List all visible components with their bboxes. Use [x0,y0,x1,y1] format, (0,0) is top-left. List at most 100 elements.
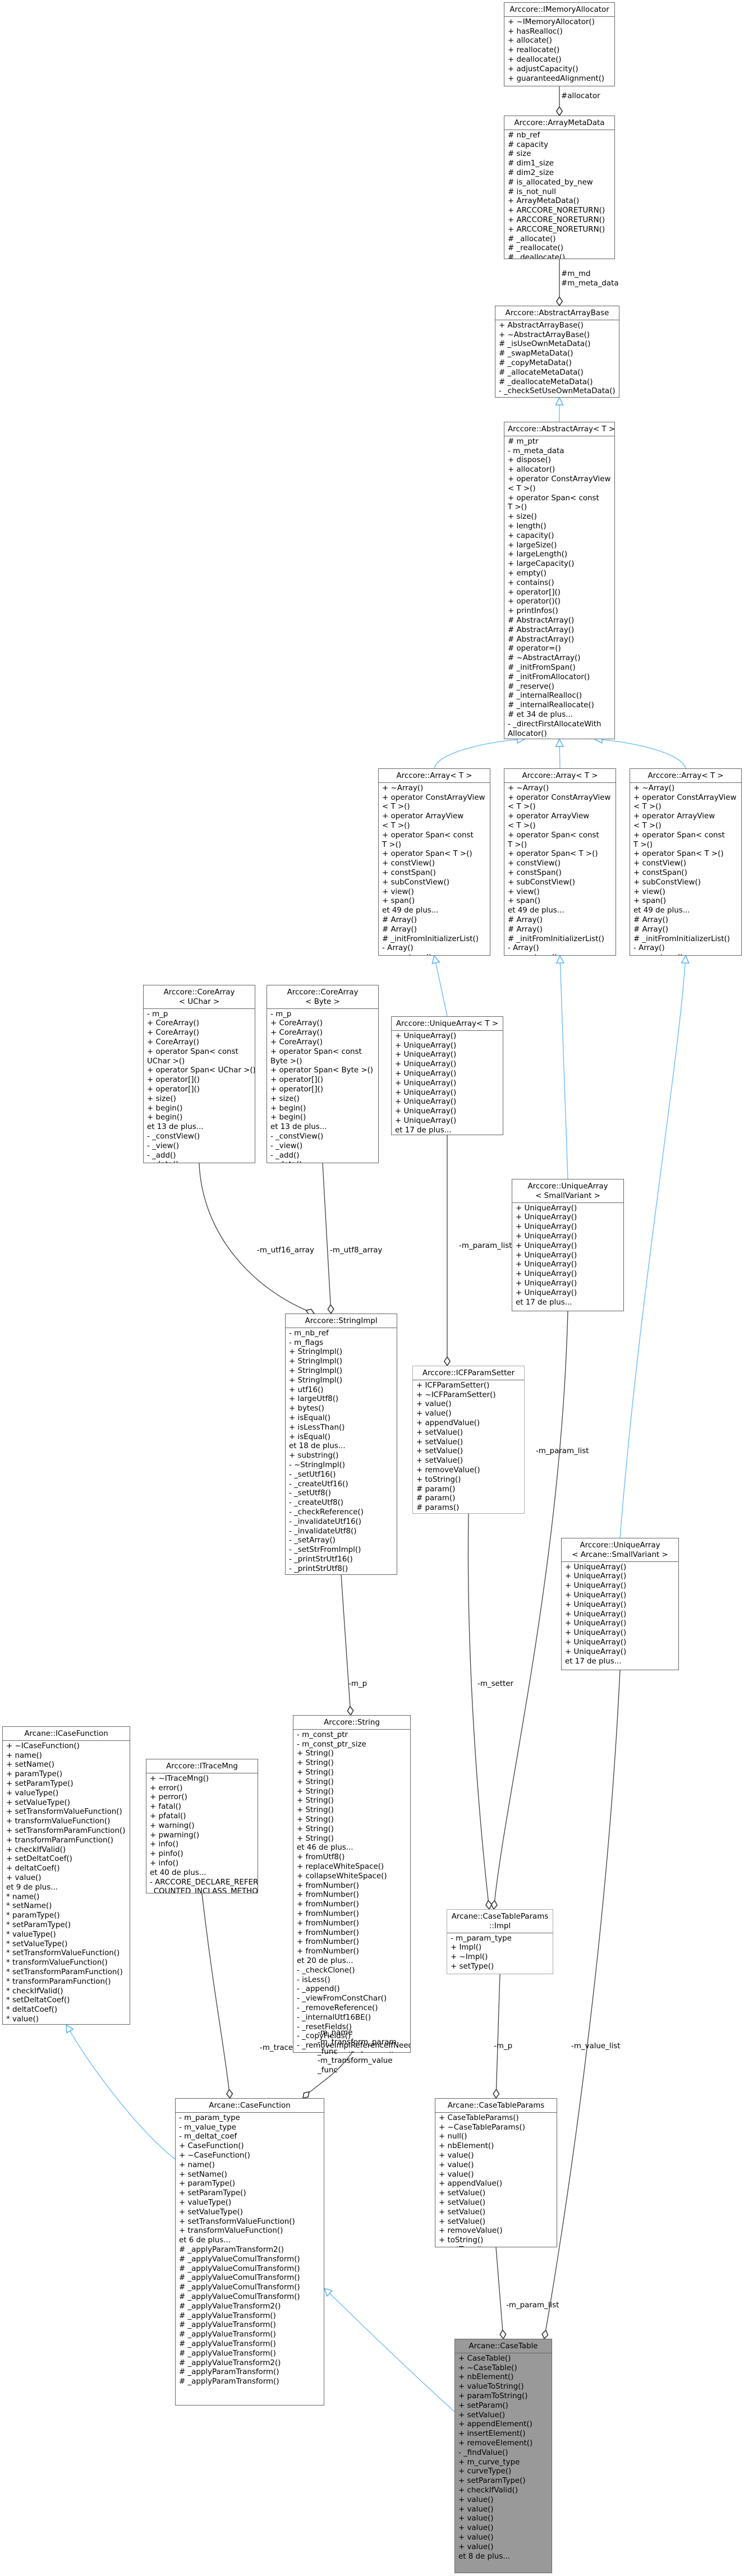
class-member: + UniqueArray() [516,1251,577,1260]
class-member: + UniqueArray() [395,1079,457,1087]
class-member: + CoreArray() [147,1019,199,1028]
class-member: + transformValueFunction() [179,2227,283,2236]
class-member: - _appendUtf8() [289,1574,393,1575]
class-member: + contains() [508,578,554,587]
class-member: + operator Span< const [147,1047,238,1056]
edge-casetableparams-impl-casetableparams [496,1974,500,2098]
class-string[interactable]: Arccore::String- m_const_ptr- m_const_pt… [293,1715,411,2053]
class-member: + StringImpl() [289,1357,343,1366]
class-member: + UniqueArray() [395,1088,457,1097]
class-abstractarraybase[interactable]: Arccore::AbstractArrayBase+ AbstractArra… [495,306,619,398]
class-member: - m_deltat_coef [179,2132,237,2141]
class-member: # _applyValueComulTransform() [179,2264,300,2273]
class-member: - _findValue() [458,2448,508,2457]
class-member: + m_curve_type [458,2458,520,2467]
class-member: + UniqueArray() [565,1647,627,1656]
class-array-t-a[interactable]: Arccore::Array< T >+ ~Array()+ operator … [378,768,490,956]
class-title: Arccore::AbstractArray< T > [508,425,615,434]
class-member: - m_p [270,1010,292,1019]
class-member: # _initFromInitializerList() [508,934,604,943]
class-member: # Array() [633,925,668,934]
class-member: + UniqueArray() [395,1116,457,1125]
class-member: + largeCapacity() [508,560,575,569]
class-member: + value() [416,1409,452,1418]
class-icasefunction[interactable]: Arcane::ICaseFunction+ ~ICaseFunction()+… [2,1726,130,2025]
class-member: + size() [147,1094,176,1103]
class-member: - _setUtf8() [289,1489,331,1498]
class-member: + operator Span< T >() [382,850,472,859]
class-uniquearray-smallvariant[interactable]: Arccore::UniqueArray< SmallVariant >+ Un… [512,1179,624,1311]
class-member: et 17 de plus... [395,1126,452,1135]
class-imemoryallocator[interactable]: Arccore::IMemoryAllocator+ ~IMemoryAlloc… [504,2,615,86]
class-corearray-uchar[interactable]: Arccore::CoreArray< UChar >- m_p+ CoreAr… [143,985,255,1163]
class-casetableparams[interactable]: Arcane::CaseTableParams+ CaseTableParams… [435,2098,557,2247]
class-member: - ~StringImpl() [289,1460,345,1469]
class-itracemng[interactable]: Arccore::ITraceMng+ ~ITraceMng()+ error(… [146,1759,258,1893]
class-member: + UniqueArray() [395,1050,457,1059]
class-member: + ArrayMetaData() [508,197,580,206]
class-member: + String() [297,1806,334,1815]
class-casetable-focus[interactable]: Arcane::CaseTable+ CaseTable()+ ~CaseTab… [454,2339,552,2573]
class-abstractarray[interactable]: Arccore::AbstractArray< T ># m_ptr- m_me… [504,422,615,739]
class-member: + ARCCORE_NORETURN() [508,225,605,234]
class-member: + operator Span< UChar >() [147,1066,255,1075]
edge-corearray-uchar-stringimpl [199,1163,314,1314]
class-member: # _initFromInitializerList() [633,934,730,943]
class-member: + setTransformValueFunction() [6,1808,122,1817]
class-member: - _invalidateUtf16() [289,1517,362,1526]
edge-label-trace: -m_trace [260,2044,293,2052]
class-member: + setValue() [416,1437,463,1446]
class-member: + valueType() [179,2198,232,2207]
class-member: + view() [382,887,414,896]
class-member: + nbElement() [458,2373,514,2382]
class-title: Arccore::ArrayMetaData [514,119,605,127]
class-member: - _printStrUtf8() [289,1564,348,1573]
class-icfparamsetter[interactable]: Arccore::ICFParamSetter+ ICFParamSetter(… [412,1366,525,1514]
class-member: - operator=() [382,953,486,955]
class-member: + String() [297,1749,334,1758]
class-member: # param() [416,1494,456,1503]
class-stringimpl[interactable]: Arccore::StringImpl- m_nb_ref- m_flags+ … [285,1314,397,1575]
class-member: + CoreArray() [147,1029,199,1038]
class-member: + collapseWhiteSpace() [297,1872,387,1881]
class-arraymetadata[interactable]: Arccore::ArrayMetaData# nb_ref# capacity… [504,116,615,259]
class-member: # capacity [508,140,549,149]
class-title: Arccore::UniqueArray [527,1182,608,1191]
class-corearray-byte[interactable]: Arccore::CoreArray< Byte >- m_p+ CoreArr… [267,985,379,1163]
class-member: * deltatCoef() [6,2006,58,2015]
class-member: + Impl() [451,1943,482,1952]
class-member: + String() [297,1777,334,1786]
class-member: + value() [416,1400,452,1409]
class-casetableparams-impl[interactable]: Arcane::CaseTableParams::Impl- m_param_t… [447,1909,553,1974]
class-uniquearray-t[interactable]: Arccore::UniqueArray< T >+ UniqueArray()… [391,1016,503,1135]
class-uniquearray-arcane-smallvariant[interactable]: Arccore::UniqueArray< Arcane::SmallVaria… [561,1538,679,1670]
class-member: + ARCCORE_NORETURN() [508,215,605,224]
class-member: + operator()() [508,597,561,606]
class-member: + bytes() [289,1404,324,1413]
class-member: + paramType() [6,1770,63,1779]
class-member: # _applyParamTransform() [179,2377,279,2386]
class-member: + String() [297,1759,334,1768]
class-array-t-c[interactable]: Arccore::Array< T >+ ~Array()+ operator … [630,768,742,956]
edge-arrayt-c-abstractarray [595,739,686,769]
class-member: + begin() [147,1113,183,1122]
class-member: # _internalReallocate() [508,701,594,710]
class-separator [144,1008,255,1009]
class-array-t-b[interactable]: Arccore::Array< T >+ ~Array()+ operator … [504,768,616,956]
class-member: + UniqueArray() [395,1098,457,1107]
class-member: < T >() [508,803,536,812]
class-member: # dim1_size [508,159,554,168]
class-member: + operator ArrayView [633,812,715,821]
class-member: + hasRealloc() [508,27,563,36]
class-casefunction[interactable]: Arcane::CaseFunction- m_param_type- m_va… [175,2098,324,2406]
class-member: + value() [458,2505,494,2514]
class-member: + ~Array() [633,784,675,792]
class-member: + removeValue() [416,1466,480,1474]
class-member: + operator Span< const [382,831,474,840]
class-member: + UniqueArray() [565,1600,627,1609]
class-member: - _add() [270,1151,300,1160]
class-member: et 46 de plus... [297,1844,353,1852]
class-member: + deltatCoef() [6,1864,60,1873]
class-title: Arcane::CaseFunction [209,2102,291,2110]
class-member: # size [508,150,531,159]
